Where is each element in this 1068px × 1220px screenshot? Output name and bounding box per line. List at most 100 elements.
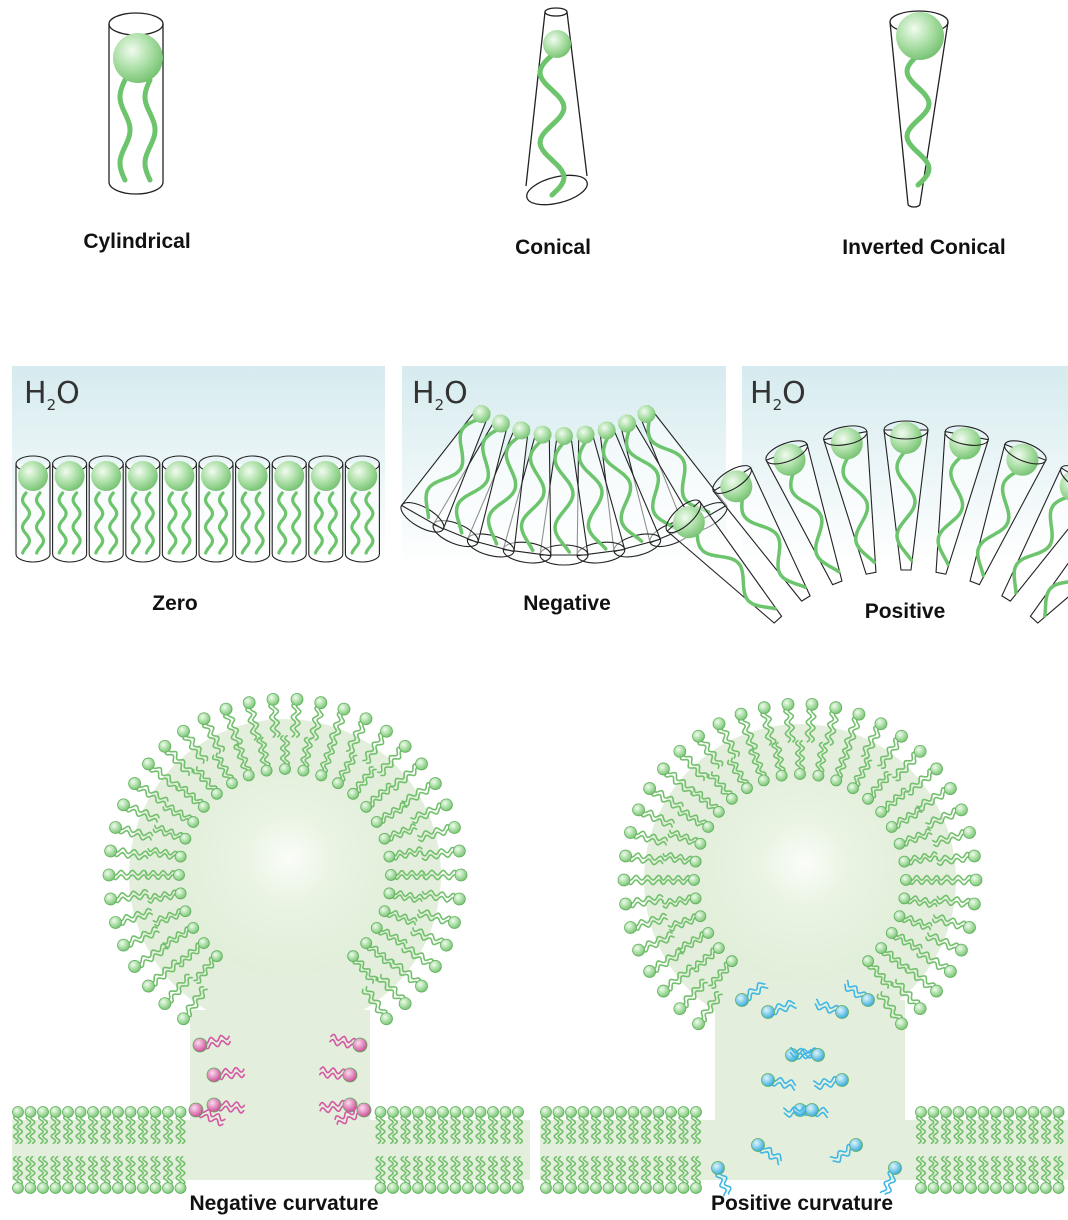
conical-lipid-shape: [524, 8, 590, 210]
lipid-head: [955, 944, 967, 956]
lipid-head: [693, 730, 705, 742]
lipid-head: [105, 845, 117, 857]
lipid-head: [673, 506, 705, 538]
lipid-head: [357, 1103, 371, 1117]
water-label-positive: H2O: [750, 376, 806, 414]
lipid-head: [831, 775, 842, 786]
lipid-head: [618, 415, 636, 433]
lipid-tail: [540, 55, 564, 195]
lipid-head: [380, 725, 392, 737]
lipid-head: [243, 697, 255, 709]
lipid-head: [666, 1107, 677, 1118]
cylindrical-lipid: [199, 456, 233, 562]
lipid-head: [448, 822, 460, 834]
lipid-tail: [145, 80, 155, 180]
lipid-head: [963, 921, 975, 933]
lipid-head: [188, 923, 199, 934]
positive-label: Positive: [865, 600, 946, 624]
water-label-negative: H2O: [412, 376, 468, 414]
lipid-head: [159, 740, 171, 752]
lipid-head: [361, 801, 372, 812]
lipid-head: [274, 461, 304, 491]
lipid-head: [678, 1107, 689, 1118]
negative-curvature-label: Negative curvature: [189, 1192, 378, 1216]
lipid-head: [543, 30, 571, 58]
lipid-head: [388, 1183, 399, 1194]
lipid-head: [333, 778, 344, 789]
lipid-head: [953, 1107, 964, 1118]
lipid-head: [541, 1107, 552, 1118]
lipid-head: [110, 916, 122, 928]
lipid-head: [928, 1183, 939, 1194]
lipid-head: [440, 939, 452, 951]
lipid-head: [211, 951, 222, 962]
lipid-head: [949, 427, 981, 459]
lipid-head: [175, 1107, 186, 1118]
lipid-head: [180, 833, 191, 844]
lipid-head: [876, 806, 887, 817]
lipid-head: [400, 1183, 411, 1194]
lipid-head: [896, 12, 944, 60]
lipid-head: [1006, 444, 1038, 476]
lipid-head: [895, 1018, 907, 1030]
lipid-head: [129, 778, 141, 790]
lipid-head: [625, 921, 637, 933]
lipid-head: [453, 893, 465, 905]
lipid-head: [88, 1183, 99, 1194]
lipid-head: [512, 421, 530, 439]
lipid-head: [371, 817, 382, 828]
lipid-head: [678, 1183, 689, 1194]
lipid-head: [713, 718, 725, 730]
lipid-head: [848, 783, 859, 794]
lipid-head: [941, 1107, 952, 1118]
lipid-head: [653, 1107, 664, 1118]
lipid-head: [1053, 1107, 1064, 1118]
lipid-head: [238, 461, 268, 491]
lipid-head: [1028, 1107, 1039, 1118]
lipid-head: [736, 994, 749, 1007]
lipid-head: [886, 928, 897, 939]
lipid-head: [695, 838, 706, 849]
lipid-head: [978, 1183, 989, 1194]
lipid-head: [1053, 1183, 1064, 1194]
lipid-head: [966, 1107, 977, 1118]
lipid-head: [978, 1107, 989, 1118]
lipid-head: [914, 1003, 926, 1015]
lipid-head: [758, 702, 770, 714]
lipid-head: [188, 817, 199, 828]
lipid-head: [1028, 1183, 1039, 1194]
lipid-head: [118, 939, 130, 951]
lipid-head: [555, 427, 573, 445]
lipid-head: [150, 1183, 161, 1194]
lipid-head: [620, 898, 632, 910]
lipid-head: [211, 788, 222, 799]
lipid-head: [440, 799, 452, 811]
lipid-head: [899, 893, 910, 904]
lipid-head: [347, 461, 377, 491]
lipid-head: [189, 1103, 203, 1117]
lipid-head: [598, 421, 616, 439]
lipid-head: [138, 1107, 149, 1118]
lipid-head: [384, 888, 395, 899]
lipid-head: [473, 405, 491, 423]
lipid-head: [836, 1006, 849, 1019]
cylindrical-lipid: [345, 456, 379, 562]
lipid-head: [488, 1107, 499, 1118]
cylindrical-lipid: [16, 456, 50, 562]
lipid-head: [941, 1183, 952, 1194]
lipid-head: [863, 956, 874, 967]
lipid-head: [100, 1183, 111, 1194]
lipid-head: [916, 1183, 927, 1194]
lipid-head: [207, 1068, 221, 1082]
lipid-head: [360, 713, 372, 725]
lipid-head: [416, 980, 428, 992]
lipid-head: [113, 33, 163, 83]
lipid-head: [243, 770, 254, 781]
lipid-head: [695, 911, 706, 922]
lipid-head: [726, 793, 737, 804]
lipid-head: [691, 1183, 702, 1194]
lipid-head: [513, 1183, 524, 1194]
lipid-head: [175, 1183, 186, 1194]
vesicle-lumen: [183, 773, 387, 977]
lipid-head: [142, 980, 154, 992]
